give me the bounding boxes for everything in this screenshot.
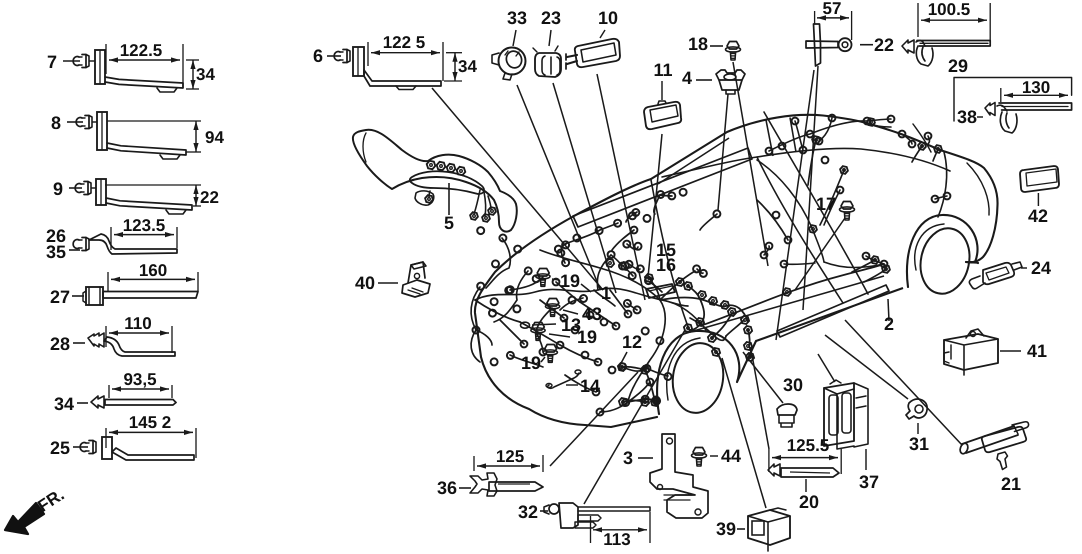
svg-text:25: 25 bbox=[50, 438, 70, 458]
svg-text:24: 24 bbox=[1031, 258, 1051, 278]
svg-text:9: 9 bbox=[53, 179, 63, 199]
svg-text:19: 19 bbox=[577, 327, 597, 347]
svg-text:42: 42 bbox=[1028, 206, 1048, 226]
svg-text:38: 38 bbox=[957, 107, 977, 127]
svg-text:36: 36 bbox=[437, 478, 457, 498]
svg-text:125.5: 125.5 bbox=[787, 436, 830, 455]
svg-text:6: 6 bbox=[313, 46, 323, 66]
svg-text:21: 21 bbox=[1001, 474, 1021, 494]
svg-text:34: 34 bbox=[196, 65, 215, 84]
svg-text:43: 43 bbox=[582, 304, 602, 324]
svg-text:30: 30 bbox=[783, 375, 803, 395]
svg-text:23: 23 bbox=[541, 8, 561, 28]
svg-text:19: 19 bbox=[521, 353, 541, 373]
svg-text:93,5: 93,5 bbox=[123, 370, 156, 389]
svg-text:19: 19 bbox=[560, 271, 580, 291]
svg-text:100.5: 100.5 bbox=[928, 0, 971, 19]
svg-text:1: 1 bbox=[601, 283, 611, 303]
svg-text:16: 16 bbox=[656, 255, 676, 275]
svg-text:13: 13 bbox=[561, 315, 581, 335]
svg-text:123.5: 123.5 bbox=[123, 216, 166, 235]
svg-text:3: 3 bbox=[623, 448, 633, 468]
svg-text:113: 113 bbox=[603, 530, 630, 549]
svg-text:29: 29 bbox=[948, 56, 968, 76]
svg-text:122 5: 122 5 bbox=[383, 33, 426, 52]
svg-text:2: 2 bbox=[884, 314, 894, 334]
svg-text:27: 27 bbox=[50, 287, 70, 307]
svg-text:40: 40 bbox=[355, 273, 375, 293]
svg-text:57: 57 bbox=[823, 0, 842, 18]
svg-text:122.5: 122.5 bbox=[120, 41, 163, 60]
svg-text:7: 7 bbox=[47, 52, 57, 72]
svg-text:8: 8 bbox=[51, 113, 61, 133]
svg-text:28: 28 bbox=[50, 334, 70, 354]
svg-text:145 2: 145 2 bbox=[129, 413, 172, 432]
svg-text:37: 37 bbox=[859, 472, 879, 492]
svg-text:110: 110 bbox=[124, 314, 151, 333]
svg-text:41: 41 bbox=[1027, 341, 1047, 361]
svg-text:26: 26 bbox=[46, 226, 66, 246]
svg-text:5: 5 bbox=[444, 213, 454, 233]
svg-text:31: 31 bbox=[909, 434, 929, 454]
svg-text:18: 18 bbox=[688, 34, 708, 54]
svg-text:4: 4 bbox=[682, 68, 692, 88]
svg-text:22: 22 bbox=[200, 188, 219, 207]
svg-text:39: 39 bbox=[716, 519, 736, 539]
svg-text:11: 11 bbox=[653, 60, 672, 80]
svg-text:20: 20 bbox=[799, 492, 819, 512]
svg-text:12: 12 bbox=[622, 332, 642, 352]
svg-text:34: 34 bbox=[458, 57, 477, 76]
svg-text:22: 22 bbox=[874, 35, 894, 55]
svg-text:125: 125 bbox=[496, 447, 524, 466]
svg-text:14: 14 bbox=[580, 376, 600, 396]
svg-text:44: 44 bbox=[721, 446, 741, 466]
svg-text:160: 160 bbox=[139, 261, 167, 280]
svg-text:35: 35 bbox=[46, 242, 66, 262]
svg-text:34: 34 bbox=[54, 394, 74, 414]
svg-text:10: 10 bbox=[598, 8, 618, 28]
svg-text:15: 15 bbox=[656, 240, 676, 260]
svg-text:32: 32 bbox=[518, 502, 538, 522]
svg-text:130: 130 bbox=[1022, 78, 1050, 97]
svg-text:33: 33 bbox=[507, 8, 527, 28]
svg-text:94: 94 bbox=[205, 128, 224, 147]
